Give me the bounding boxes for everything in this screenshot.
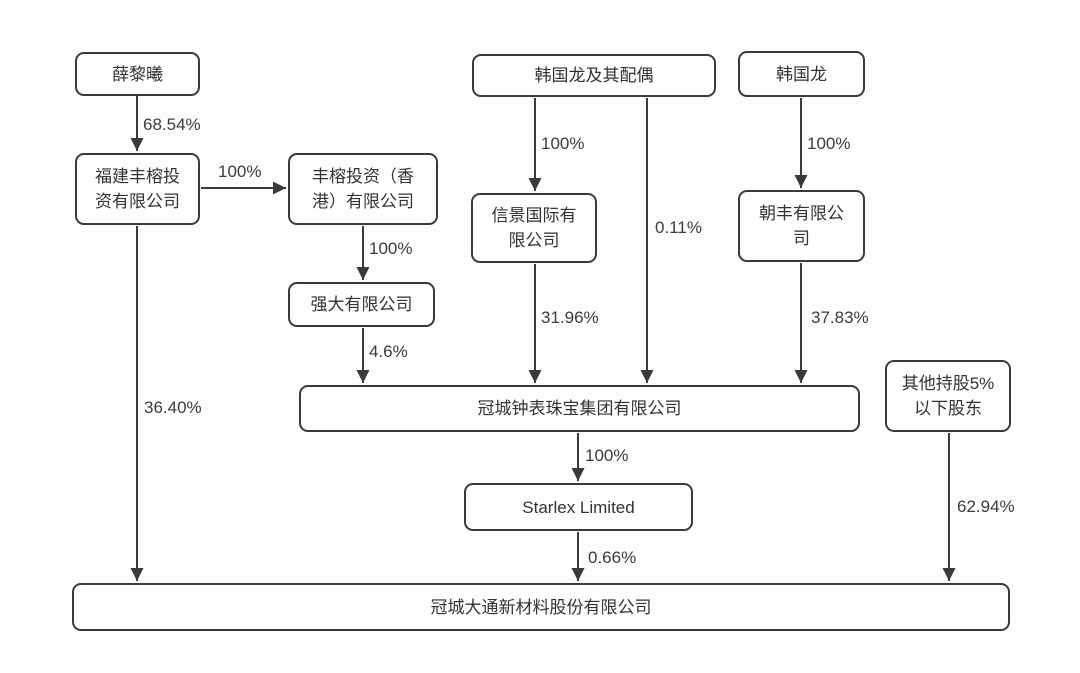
node-starlex-limited: Starlex Limited <box>464 483 693 531</box>
node-chaofeng: 朝丰有限公司 <box>738 190 865 262</box>
node-han-guolong: 韩国龙 <box>738 51 865 97</box>
node-qiangda: 强大有限公司 <box>288 282 435 327</box>
edge-label-percentage: 0.11% <box>655 218 702 237</box>
edge-label-percentage: 4.6% <box>369 342 408 361</box>
edge-label-percentage: 31.96% <box>541 308 599 327</box>
node-xinjing-intl: 信景国际有限公司 <box>471 193 597 263</box>
edge-label-percentage: 68.54% <box>143 115 201 134</box>
edge-label-percentage: 100% <box>218 162 262 181</box>
node-guancheng-datong: 冠城大通新材料股份有限公司 <box>72 583 1010 631</box>
node-fujian-fengrong: 福建丰榕投资有限公司 <box>75 153 200 225</box>
edge-label-percentage: 0.66% <box>588 548 637 567</box>
node-guancheng-watch-jewelry: 冠城钟表珠宝集团有限公司 <box>299 385 860 432</box>
edge-label-percentage: 100% <box>369 239 413 258</box>
node-other-shareholders: 其他持股5%以下股东 <box>885 360 1011 432</box>
node-fengrong-hk: 丰榕投资（香港）有限公司 <box>288 153 438 225</box>
edge-label-percentage: 100% <box>541 134 585 153</box>
edge-label-percentage: 36.40% <box>144 398 202 417</box>
edge-label-percentage: 100% <box>807 134 851 153</box>
edge-label-percentage: 37.83% <box>811 308 869 327</box>
node-han-guolong-spouse: 韩国龙及其配偶 <box>472 54 716 97</box>
edge-label-percentage: 62.94% <box>957 497 1015 516</box>
edge-label-percentage: 100% <box>585 446 629 465</box>
node-xue-lixi: 薛黎曦 <box>75 52 200 96</box>
